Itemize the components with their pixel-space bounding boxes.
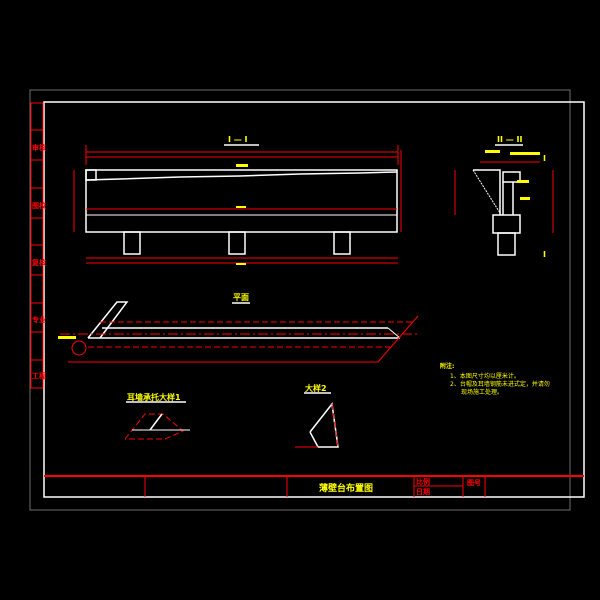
side-label: 工程 xyxy=(32,371,46,380)
notes: 附注: 1、本图尺寸均以厘米计。 2、台帽及耳墙钢筋未进式定，并请勿 现场施工处… xyxy=(440,362,550,396)
section-view: II — II I I xyxy=(454,135,554,259)
view-title-section-1: I — I xyxy=(228,135,248,144)
title-block: 薄壁台布置图 比例 日期 图号 xyxy=(44,475,584,497)
note-item: 现场施工处理。 xyxy=(461,388,503,396)
view-title-detail-1: 耳墙承托大样1 xyxy=(127,392,181,402)
view-title-detail-2: 大样2 xyxy=(305,383,327,393)
plan-view: 平面 xyxy=(58,293,420,363)
section-mark: I xyxy=(543,154,546,163)
detail-1: 耳墙承托大样1 xyxy=(124,392,190,440)
note-item: 1、本图尺寸均以厘米计。 xyxy=(450,372,520,380)
view-title-section-2: II — II xyxy=(497,135,523,144)
drawing-no-label: 图号 xyxy=(467,478,481,487)
scale-label: 比例 xyxy=(416,477,430,486)
elevation-view: I — I xyxy=(73,135,402,265)
side-label: 图校 xyxy=(32,201,47,210)
drawing-frame xyxy=(43,101,585,498)
notes-heading: 附注: xyxy=(440,362,454,370)
date-label: 日期 xyxy=(416,487,430,496)
side-label: 专业 xyxy=(32,315,46,324)
outer-border xyxy=(29,89,571,511)
note-item: 2、台帽及耳墙钢筋未进式定，并请勿 xyxy=(450,380,550,388)
detail-2: 大样2 xyxy=(295,383,339,448)
section-mark: I xyxy=(543,250,546,259)
side-strip: 审核 图校 复核 专业 工程 xyxy=(30,102,47,389)
side-label: 复核 xyxy=(31,258,46,267)
drawing-title: 薄壁台布置图 xyxy=(319,482,373,494)
side-label: 审核 xyxy=(32,143,46,152)
view-title-plan: 平面 xyxy=(233,293,249,302)
